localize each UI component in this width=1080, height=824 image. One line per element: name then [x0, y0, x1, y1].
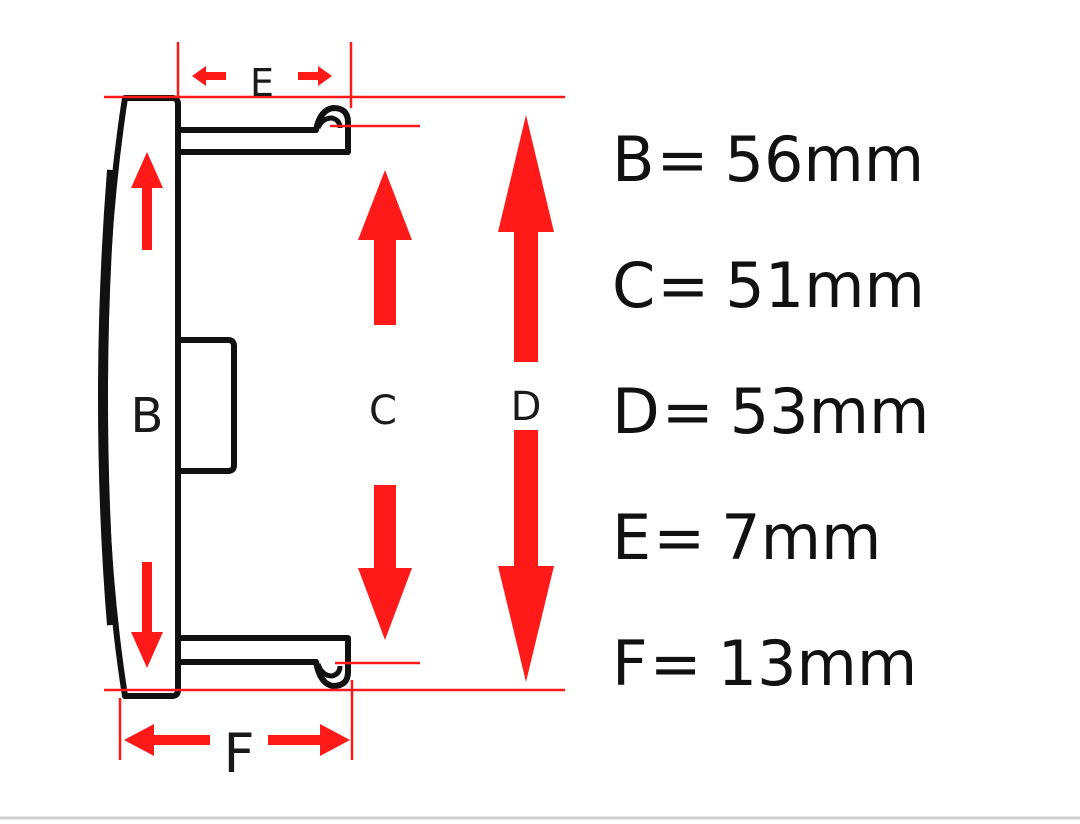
equals-sign: = — [649, 627, 702, 700]
dimension-value: 7mm — [721, 501, 882, 574]
cap-face-shading — [98, 169, 117, 626]
dimension-letter: C — [612, 249, 656, 322]
dimension-letter: D — [612, 375, 660, 448]
cap-body — [98, 95, 351, 699]
d-arrow-down — [498, 430, 554, 682]
dimension-row-d: D=53mm — [612, 370, 929, 496]
equals-sign: = — [656, 123, 709, 196]
top-clip-hook — [315, 115, 343, 130]
e-arrow-left — [192, 66, 226, 86]
dimension-row-f: F=13mm — [612, 622, 929, 748]
dimension-row-e: E=7mm — [612, 496, 929, 622]
dimension-row-c: C=51mm — [612, 244, 929, 370]
c-arrow-down — [358, 485, 412, 640]
d-arrow-up — [498, 115, 554, 362]
dimension-value: 13mm — [717, 627, 918, 700]
dimension-value: 56mm — [724, 123, 925, 196]
dimension-list: B=56mm C=51mm D=53mm E=7mm F=13mm — [612, 118, 929, 748]
dimension-letter: B — [612, 123, 655, 196]
bottom-clip — [178, 635, 351, 689]
dimension-letter: F — [612, 627, 648, 700]
diagram-label-c: C — [369, 388, 397, 434]
equals-sign: = — [657, 249, 710, 322]
b-arrow-up — [131, 152, 163, 250]
equals-sign: = — [653, 501, 706, 574]
reference-lines — [104, 42, 565, 760]
f-arrow-left — [124, 724, 210, 756]
dimension-value: 51mm — [725, 249, 925, 322]
c-arrow-up — [358, 170, 412, 325]
bottom-clip-hook — [315, 663, 343, 679]
e-arrow-right — [298, 66, 332, 86]
dimension-row-b: B=56mm — [612, 118, 929, 244]
b-arrow-down — [131, 562, 163, 668]
diagram-label-f: F — [223, 722, 254, 785]
diagram-label-e: E — [250, 61, 274, 105]
f-arrow-right — [268, 724, 350, 756]
dimension-value: 53mm — [729, 375, 930, 448]
diagram-label-b: B — [131, 388, 164, 444]
dimension-arrows — [124, 66, 554, 756]
top-clip — [178, 105, 351, 155]
diagram-label-d: D — [511, 384, 542, 430]
equals-sign: = — [661, 375, 714, 448]
dimension-letter: E — [612, 501, 652, 574]
center-tab — [178, 337, 237, 474]
